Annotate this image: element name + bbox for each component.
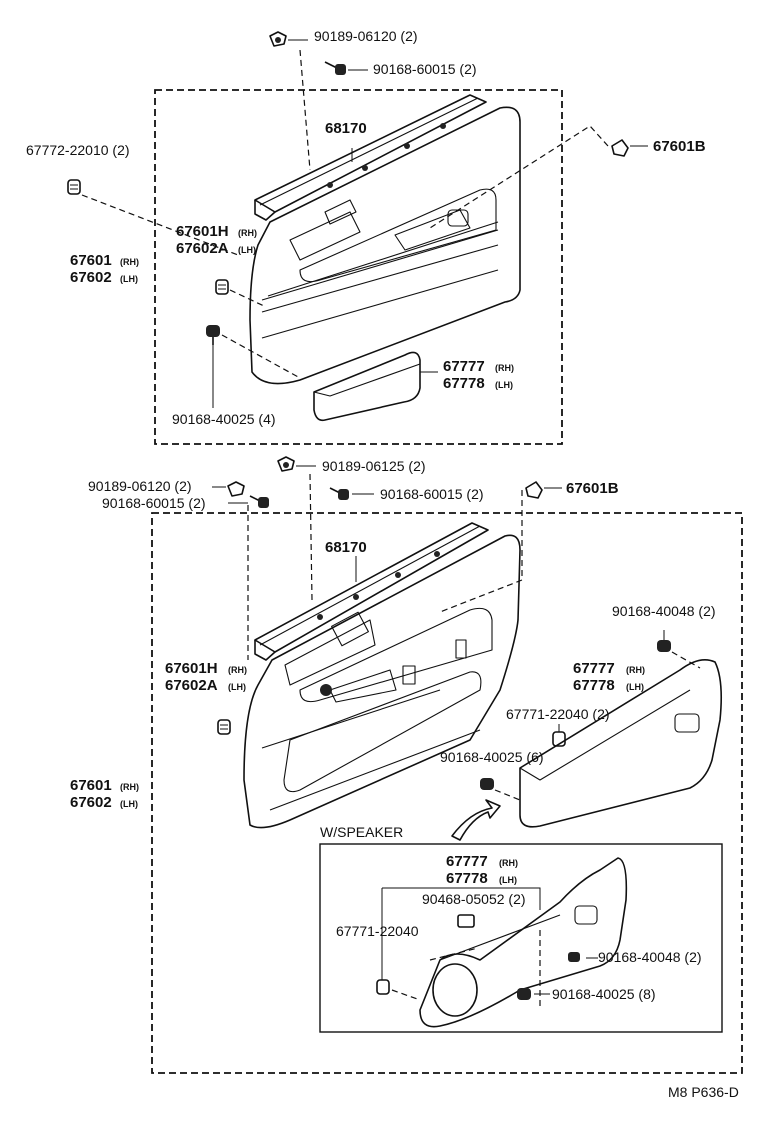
label-67601H: 67601H bbox=[165, 660, 218, 677]
top-clip-67601B bbox=[611, 139, 629, 157]
bottom-clip-90168-40025 bbox=[480, 778, 494, 790]
top-screw-90168 bbox=[324, 61, 346, 75]
label-68170: 68170 bbox=[325, 539, 367, 556]
top-bolt-67772 bbox=[67, 179, 81, 195]
speaker-variant-box bbox=[319, 843, 723, 1033]
bottom-clip-90189-06125 bbox=[277, 456, 295, 472]
label-67778-side: (LH) bbox=[495, 380, 513, 390]
label-67602A: 67602A bbox=[165, 677, 218, 694]
bottom-door-panel bbox=[243, 534, 521, 829]
label-67778-side: (LH) bbox=[626, 682, 644, 692]
speaker-screw-90168-40025 bbox=[517, 988, 531, 1000]
label-67601H-side: (RH) bbox=[238, 228, 257, 238]
label-90168-60015: 90168-60015 (2) bbox=[380, 486, 484, 502]
top-assembly-frame bbox=[154, 89, 563, 445]
label-67602A-side: (LH) bbox=[238, 245, 256, 255]
bottom-screw-90168-60015 bbox=[329, 487, 349, 500]
label-speaker-90168-40048: 90168-40048 (2) bbox=[598, 949, 702, 965]
label-68170: 68170 bbox=[325, 120, 367, 137]
label-90168-40025: 90168-40025 (6) bbox=[440, 749, 544, 765]
bottom-armrest-67777 bbox=[519, 659, 722, 828]
label-90168-40048: 90168-40048 (2) bbox=[612, 603, 716, 619]
top-clip-90168-40025 bbox=[206, 325, 220, 345]
label-speaker-67777: 67777 bbox=[446, 853, 488, 870]
label-67602A: 67602A bbox=[176, 240, 229, 257]
bottom-clip-90189-06120 bbox=[227, 481, 245, 497]
bottom-assembly-frame bbox=[151, 512, 743, 1074]
top-section bbox=[67, 31, 648, 445]
speaker-labels: W/SPEAKER 67777 (RH) 67778 (LH) 90468-05… bbox=[320, 824, 702, 1002]
label-speaker-67778: 67778 bbox=[446, 870, 488, 887]
label-67601H: 67601H bbox=[176, 223, 229, 240]
top-weatherstrip-68170 bbox=[254, 94, 487, 221]
label-67601H-side: (RH) bbox=[228, 665, 247, 675]
label-90168-40025: 90168-40025 (4) bbox=[172, 411, 276, 427]
bottom-weatherstrip-68170 bbox=[254, 522, 489, 661]
label-90168-60015-left: 90168-60015 (2) bbox=[102, 495, 206, 511]
label-speaker-90168-40025: 90168-40025 (8) bbox=[552, 986, 656, 1002]
label-67772-22010: 67772-22010 (2) bbox=[26, 142, 130, 158]
label-67777-side: (RH) bbox=[626, 665, 645, 675]
speaker-clip-67771 bbox=[376, 979, 390, 995]
label-67601-side: (RH) bbox=[120, 782, 139, 792]
label-67601-side: (RH) bbox=[120, 257, 139, 267]
label-67602-side: (LH) bbox=[120, 799, 138, 809]
label-67602A-side: (LH) bbox=[228, 682, 246, 692]
label-90189-06125: 90189-06125 (2) bbox=[322, 458, 426, 474]
label-67777-side: (RH) bbox=[495, 363, 514, 373]
top-labels: 90189-06120 (2) 90168-60015 (2) 67772-22… bbox=[26, 28, 706, 427]
speaker-title: W/SPEAKER bbox=[320, 824, 403, 840]
label-67601: 67601 bbox=[70, 777, 112, 794]
bottom-section bbox=[151, 456, 743, 1074]
label-67602: 67602 bbox=[70, 794, 112, 811]
top-door-panel bbox=[249, 106, 521, 385]
top-clip-67601H bbox=[215, 279, 229, 295]
label-67601B: 67601B bbox=[566, 480, 619, 497]
bottom-screw-90168-60015-left bbox=[249, 495, 269, 508]
bottom-clip-67601B bbox=[525, 481, 543, 499]
label-90468-05052: 90468-05052 (2) bbox=[422, 891, 526, 907]
bottom-clip-67601H bbox=[217, 719, 231, 735]
speaker-screw-90168-40048 bbox=[568, 952, 580, 962]
label-90189-06120: 90189-06120 (2) bbox=[88, 478, 192, 494]
bottom-clip-90168-40048 bbox=[657, 640, 671, 652]
label-90189-06120: 90189-06120 (2) bbox=[314, 28, 418, 44]
arrow-icon bbox=[451, 799, 501, 841]
label-67601B: 67601B bbox=[653, 138, 706, 155]
label-67771-22040: 67771-22040 (2) bbox=[506, 706, 610, 722]
label-speaker-67777-side: (RH) bbox=[499, 858, 518, 868]
label-67601: 67601 bbox=[70, 252, 112, 269]
diagram-id: M8 P636-D bbox=[668, 1084, 739, 1100]
top-armrest-67777 bbox=[313, 351, 421, 422]
label-speaker-67778-side: (LH) bbox=[499, 875, 517, 885]
label-67777: 67777 bbox=[443, 358, 485, 375]
bottom-labels: 90189-06125 (2) 90189-06120 (2) 90168-60… bbox=[70, 458, 716, 811]
label-67602-side: (LH) bbox=[120, 274, 138, 284]
speaker-armrest bbox=[419, 857, 628, 1028]
label-90168-60015: 90168-60015 (2) bbox=[373, 61, 477, 77]
label-67778: 67778 bbox=[573, 677, 615, 694]
top-clip-90189 bbox=[269, 31, 287, 47]
speaker-clip-90468 bbox=[457, 914, 475, 928]
label-speaker-67771-22040: 67771-22040 bbox=[336, 923, 419, 939]
label-67602: 67602 bbox=[70, 269, 112, 286]
label-67778: 67778 bbox=[443, 375, 485, 392]
label-67777: 67777 bbox=[573, 660, 615, 677]
